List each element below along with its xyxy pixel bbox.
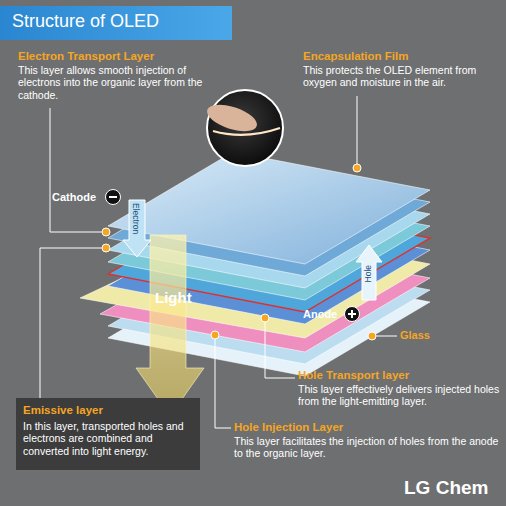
leader-dot [102,228,110,236]
part-label: Glass [400,329,445,342]
title-banner [0,6,232,40]
plus-bar [351,310,353,318]
leader-line [215,335,231,428]
callout-heading: Encapsulation Film [303,50,498,64]
callout-heading: Hole Injection Layer [234,421,454,435]
callout-heading: Electron Transport Layer [18,50,218,64]
diagram-title: Structure of OLED [12,11,159,32]
leader-line [357,96,358,168]
plus-circle [345,307,360,322]
leader-dot [261,314,269,322]
film-inset-photo [204,90,283,166]
leader-dot [102,244,110,252]
callout-box: Emissive layer In this layer, transported… [16,398,200,470]
callout-body: This protects the OLED element from oxyg… [303,64,501,89]
minus-bar [109,196,117,198]
electrode-label: Anode [303,308,348,321]
leader-line [265,318,295,378]
carrier-label: Hole [363,265,373,282]
leader-dot [368,332,376,340]
anode-plus-symbol [345,307,360,322]
layer-stack [80,152,430,376]
box-body: In this layer, transported holes and ele… [23,420,193,458]
leader-dots [102,164,376,340]
electron-arrow [123,200,151,257]
callout-body: This layer effectively delivers injected… [298,383,503,408]
leader-dot [353,164,361,172]
brand-watermark: LG Chem [404,477,504,499]
hole-arrow [356,245,382,300]
callout-heading: Hole Transport layer [298,369,498,383]
light-arrow [136,235,204,416]
film-edge [213,128,280,135]
leader-line [50,108,106,232]
cathode-minus-symbol [106,190,121,205]
leader-line [40,248,106,398]
minus-circle [106,190,121,205]
box-heading: Emissive layer [23,404,193,418]
finger-shape [204,100,260,137]
callout-body: This layer allows smooth injection of el… [18,64,206,101]
light-label: Light [155,289,205,307]
callout-body: This layer facilitates the injection of … [234,435,500,460]
leader-dot [211,331,219,339]
electrode-label: Cathode [52,191,107,204]
carrier-label: Electron [131,203,141,234]
